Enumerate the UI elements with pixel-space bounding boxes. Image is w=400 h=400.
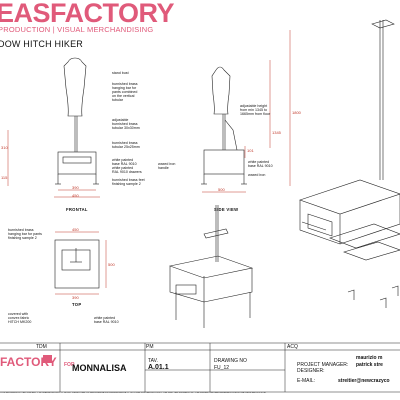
dim-side-w: 500 [218,187,225,192]
label-waxed-iron: waxed iron [248,173,266,177]
dim-top-d: 500 [108,262,115,267]
tb-pm-label: PM [146,344,154,350]
dim-front-height: 310 [1,145,8,150]
iso-drawer [301,213,333,237]
label-wood-handle: waxed iron handle [158,162,176,170]
tb-email-role: E-MAIL: [297,378,316,384]
side-hanger [224,119,238,151]
label-side-base: white painted base RAL 9010 [248,160,273,168]
label-hanging-bar: burnished brass hanging bar for pants co… [112,82,138,102]
label-tube-25: burnished brass tubular 25x25mm [112,141,140,149]
tb-tdm-label: TDM [36,344,47,350]
label-top-cover: covered with convex fabric HITCH MK200 [8,312,32,324]
tb-pm-name: maurizio m [356,355,383,361]
iso-base [168,255,254,303]
dim-front-w1: 390 [72,185,79,190]
view-label-front: FRONTAL [66,207,88,212]
label-feet: burnished brass feet finishing sample 2 [112,178,145,186]
front-base [57,151,97,175]
tb-acq-label: ACQ [287,344,298,350]
tb-tav-label: TAV. [148,358,158,364]
side-bust [211,66,231,115]
dim-front-w2: 450 [72,193,79,198]
iso-big-base [299,179,400,245]
view-label-top: TOP [72,302,82,307]
label-white-base: white painted base RAL 9010 white painte… [112,158,142,174]
side-base [203,149,245,175]
tb-logo-mark [43,355,52,363]
iso-exploded-plate [329,223,400,249]
footer-disclaimer: THIS DRAWING IS THE PROPERTY OF IDEASFAC… [0,392,267,394]
top-plan-outer [54,239,100,289]
brand-logo: EASFACTORY [0,0,175,28]
tb-client: MONNALISA [72,363,127,373]
tb-designer-name: patrick stre [356,362,383,368]
drawing-title: DOW HITCH HIKER [0,39,83,49]
tb-email-value: streitier@newcrazyco [338,378,390,384]
tb-drawing-label: DRAWING NO [214,358,247,364]
tb-logo: FACTORY [0,355,57,369]
tb-designer-role: DESIGNER: [297,368,325,374]
label-adjustable-height: adjustable height from min 1345 to 1665m… [240,104,271,116]
tb-drawing-value: FU_12 [214,365,230,371]
dim-side-h2: 1800 [292,110,301,115]
dim-front-base: 115 [1,175,8,180]
label-top-base: white painted base RAL 9010 [94,316,119,324]
dim-side-h1: 1345 [272,130,281,135]
tb-pm-role: PROJECT MANAGER: [297,362,349,368]
brand-tagline: PRODUCTION | VISUAL MERCHANDISING [0,25,154,34]
iso-hanger [203,228,229,239]
dim-top-w1: 450 [72,227,79,232]
label-adjustable-tube: adjustable burnished brass tubular 30x30… [112,118,140,130]
label-top-hanging-bar: burnished brass hanging bar for pants fi… [8,228,42,240]
view-label-side: SIDE VIEW [214,207,239,212]
dim-side-h3: 101 [247,148,254,153]
label-stand-bust: stand bust [112,71,129,75]
tb-tav-value: A.01.1 [148,364,169,371]
tb-for: FOR [64,362,75,368]
iso-feet [347,285,399,308]
front-bust [63,57,87,117]
dim-top-w2: 390 [72,295,79,300]
